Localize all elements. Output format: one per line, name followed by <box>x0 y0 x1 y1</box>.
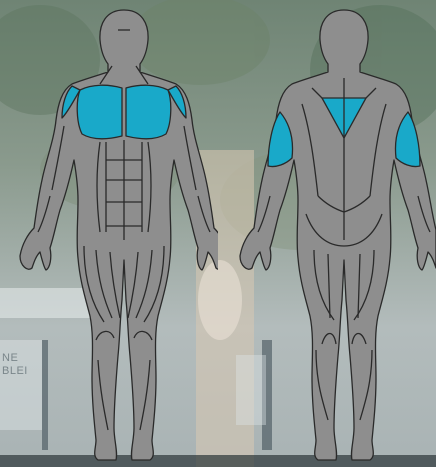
chest-muscle <box>77 85 122 139</box>
back-silhouette <box>240 10 436 460</box>
front-silhouette <box>20 10 218 460</box>
back-body-figure <box>218 0 436 467</box>
front-body-figure <box>0 0 218 467</box>
chest-muscle-right <box>126 85 171 139</box>
